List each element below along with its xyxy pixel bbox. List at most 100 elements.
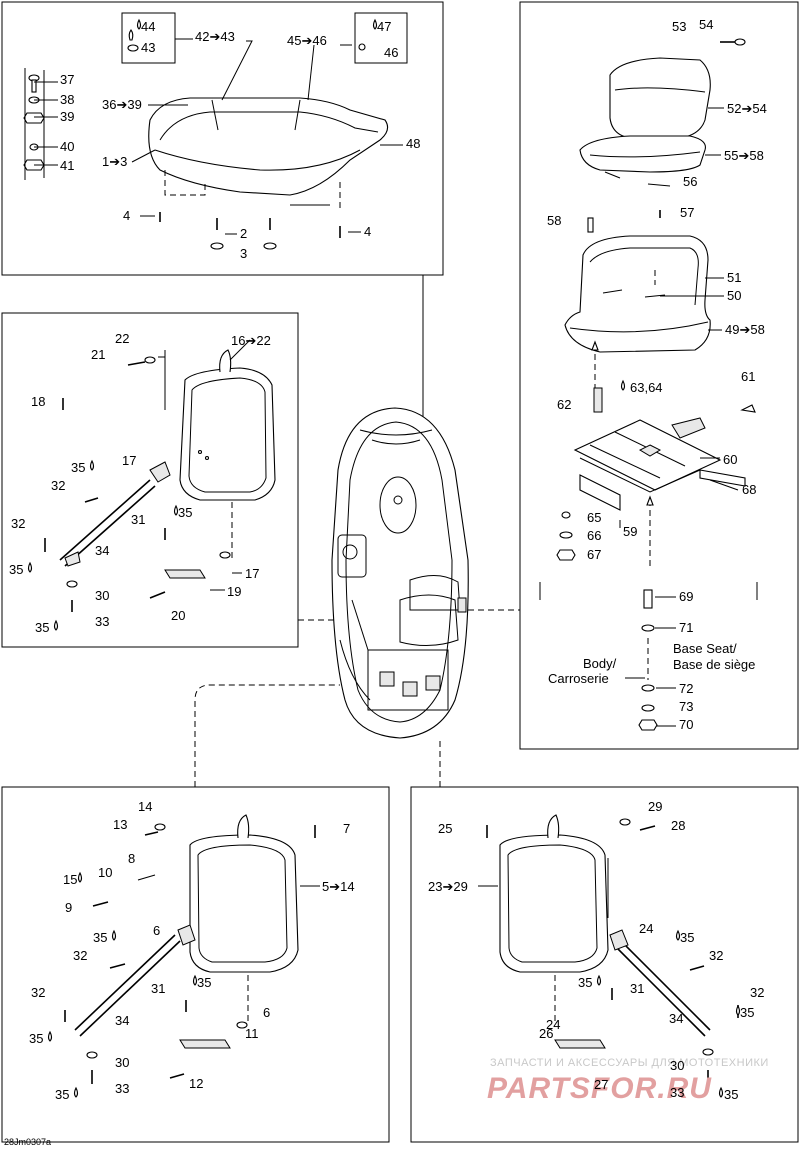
label-52-54: 52➔54	[727, 101, 767, 116]
part-labels: 44 43 42➔43 45➔46 47 46 37 38 36➔39 39 4…	[4, 17, 767, 1147]
label-4-right: 4	[364, 224, 371, 239]
label-40: 40	[60, 139, 74, 154]
label-6-upper: 6	[153, 923, 160, 938]
label-33-c: 33	[670, 1085, 684, 1100]
watermark-subtitle: ЗАПЧАСТИ И АКСЕССУАРЫ ДЛЯ МОТОТЕХНИКИ	[490, 1057, 769, 1069]
label-51: 51	[727, 270, 741, 285]
label-13: 13	[113, 817, 127, 832]
label-27: 27	[594, 1077, 608, 1092]
label-54: 54	[699, 17, 713, 32]
rear-bench-seat	[148, 97, 389, 210]
bottom-left-backrest	[64, 814, 316, 1084]
label-4-left: 4	[123, 208, 130, 223]
oil-drop-icon	[620, 379, 626, 391]
label-39: 39	[60, 109, 74, 124]
label-67: 67	[587, 547, 601, 562]
label-71: 71	[679, 620, 693, 635]
oil-drop-icon	[53, 619, 59, 631]
label-32-d: 32	[31, 985, 45, 1000]
label-35-k: 35	[740, 1005, 754, 1020]
label-69: 69	[679, 589, 693, 604]
label-58: 58	[547, 213, 561, 228]
oil-drop-icon	[73, 1086, 79, 1098]
label-72: 72	[679, 681, 693, 696]
label-28: 28	[671, 818, 685, 833]
oil-drop-icon	[136, 18, 142, 30]
label-26: 26	[539, 1026, 553, 1041]
watermark: ЗАПЧАСТИ И АКСЕССУАРЫ ДЛЯ МОТОТЕХНИКИ PA…	[487, 1057, 769, 1105]
oil-drop-icon	[111, 929, 117, 941]
leader-lines	[131, 38, 739, 887]
label-25: 25	[438, 821, 452, 836]
label-35-h: 35	[55, 1087, 69, 1102]
label-73: 73	[679, 699, 693, 714]
label-53: 53	[672, 19, 686, 34]
label-65: 65	[587, 510, 601, 525]
label-33-b: 33	[115, 1081, 129, 1096]
label-base-de-siege: Base de siège	[673, 657, 755, 672]
middle-backrest	[44, 349, 276, 612]
label-18: 18	[31, 394, 45, 409]
label-35-g: 35	[29, 1031, 43, 1046]
oil-drop-icon	[596, 974, 602, 986]
label-20: 20	[171, 608, 185, 623]
label-2: 2	[240, 226, 247, 241]
label-43: 43	[141, 40, 155, 55]
label-14: 14	[138, 799, 152, 814]
bottom-right-backrest	[486, 814, 739, 1084]
label-30-a: 30	[95, 588, 109, 603]
label-61: 61	[741, 369, 755, 384]
label-10: 10	[98, 865, 112, 880]
label-9: 9	[65, 900, 72, 915]
label-59: 59	[623, 524, 637, 539]
label-62: 62	[557, 397, 571, 412]
label-8: 8	[128, 851, 135, 866]
label-37: 37	[60, 72, 74, 87]
label-42-43: 42➔43	[195, 29, 235, 44]
label-38: 38	[60, 92, 74, 107]
label-32-f: 32	[750, 985, 764, 1000]
label-46: 46	[384, 45, 398, 60]
label-30-b: 30	[115, 1055, 129, 1070]
label-35-b: 35	[178, 505, 192, 520]
label-24-upper: 24	[639, 921, 653, 936]
label-3: 3	[240, 246, 247, 261]
label-body: Body/	[583, 656, 617, 671]
label-44: 44	[141, 19, 155, 34]
front-seat-hardware	[539, 38, 758, 731]
oil-drop-icon	[77, 871, 83, 883]
label-21: 21	[91, 347, 105, 362]
top-left-hardware	[23, 29, 366, 250]
oil-drop-icon	[718, 1086, 724, 1098]
label-35-a: 35	[71, 460, 85, 475]
oil-drop-icon	[27, 561, 33, 573]
label-12: 12	[189, 1076, 203, 1091]
label-32-e: 32	[709, 948, 723, 963]
label-33-a: 33	[95, 614, 109, 629]
oil-drop-icon	[192, 974, 198, 986]
label-63-64: 63,64	[630, 380, 663, 395]
label-34-b: 34	[115, 1013, 129, 1028]
oil-drop-icons	[27, 18, 741, 1098]
label-55-58: 55➔58	[724, 148, 764, 163]
label-17-upper: 17	[122, 453, 136, 468]
label-11: 11	[245, 1026, 259, 1041]
seat-slide-rail	[573, 387, 756, 570]
label-15: 15	[63, 872, 77, 887]
watermark-logo: PARTSFOR.RU	[487, 1072, 712, 1105]
label-7: 7	[343, 821, 350, 836]
label-66: 66	[587, 528, 601, 543]
oil-drop-icon	[735, 1004, 741, 1016]
label-35-f: 35	[197, 975, 211, 990]
label-70: 70	[679, 717, 693, 732]
label-35-d: 35	[35, 620, 49, 635]
label-41: 41	[60, 158, 74, 173]
front-seat-lower	[564, 235, 711, 400]
oil-drop-icon	[89, 459, 95, 471]
label-1-3: 1➔3	[102, 154, 127, 169]
label-5-14: 5➔14	[322, 879, 355, 894]
label-57: 57	[680, 205, 694, 220]
oil-drop-icon	[173, 504, 179, 516]
label-34-c: 34	[669, 1011, 683, 1026]
